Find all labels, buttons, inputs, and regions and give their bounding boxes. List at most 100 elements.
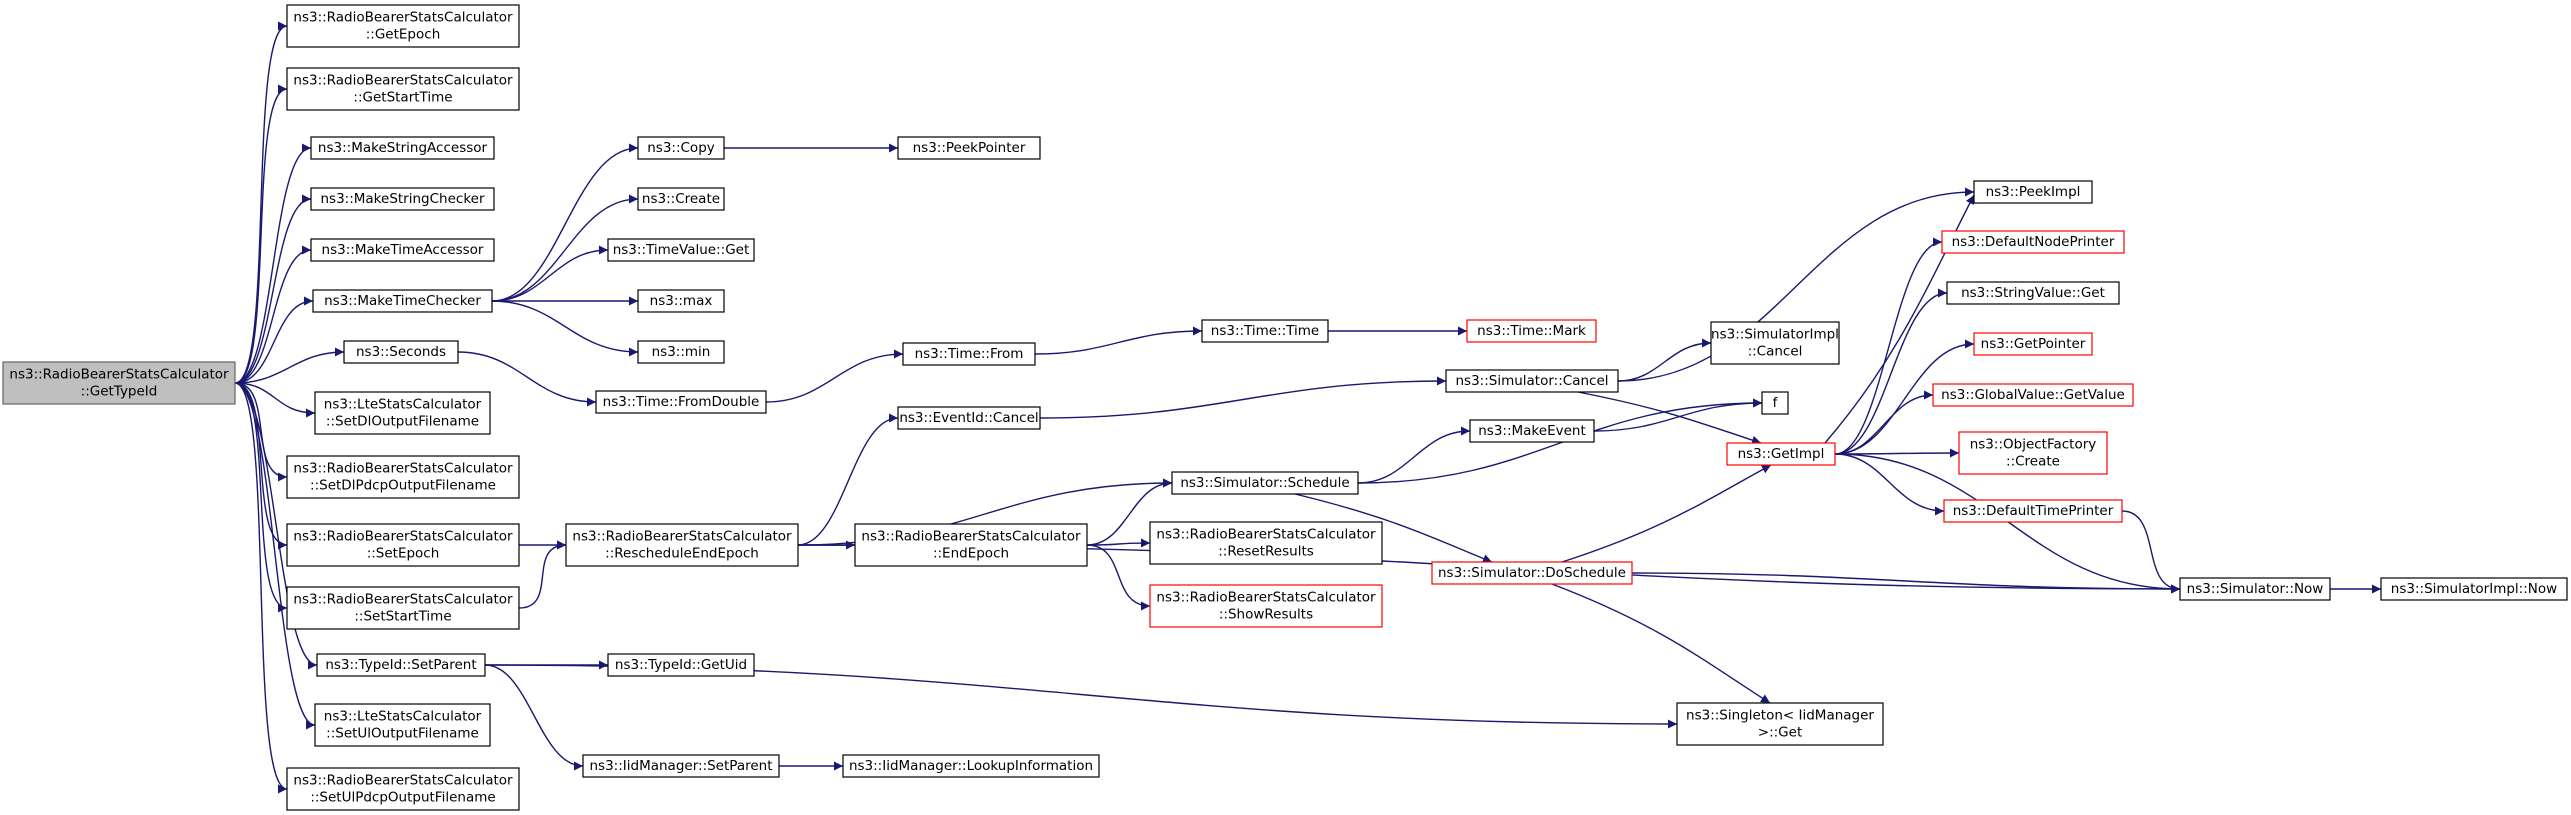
node-global-value-get-value[interactable]: ns3::GlobalValue::GetValue [1932,383,2134,407]
node-get-impl[interactable]: ns3::GetImpl [1726,442,1836,466]
node-box [637,289,725,313]
node-box [343,340,459,364]
node-rb-set-ul-pdcp[interactable]: ns3::RadioBearerStatsCalculator::SetUlPd… [286,767,520,811]
edge-getImpl-to-stringValueGet [1834,288,1948,455]
edge-rbSetStartTime-to-rbReschedule [518,540,567,609]
edge-line [457,351,597,407]
node-label-line: ns3::RadioBearerStatsCalculator [572,529,792,545]
node-lte-set-ul[interactable]: ns3::LteStatsCalculator::SetUlOutputFile… [314,703,491,747]
node-rb-show-results[interactable]: ns3::RadioBearerStatsCalculator::ShowRes… [1149,584,1383,628]
node-get-pointer[interactable]: ns3::GetPointer [1973,332,2093,356]
edge-simCancel-to-getImpl [1577,391,1762,445]
node-label-line: ns3::MakeTimeChecker [324,293,481,309]
node-label-line: ns3::IidManager::LookupInformation [849,758,1093,774]
node-type-id-set-parent[interactable]: ns3::TypeId::SetParent [316,653,486,677]
edge-line [234,382,288,794]
node-time-from-double[interactable]: ns3::Time::FromDouble [595,390,767,414]
node-sim-now[interactable]: ns3::Simulator::Now [2179,577,2331,601]
node-sim-impl-cancel[interactable]: ns3::SimulatorImpl::Cancel [1710,321,1840,365]
node-sim-schedule[interactable]: ns3::Simulator::Schedule [1171,471,1359,495]
node-copy[interactable]: ns3::Copy [637,136,725,160]
node-label-line: ::SetDlOutputFilename [326,414,479,430]
node-type-id-get-uid[interactable]: ns3::TypeId::GetUid [607,653,755,677]
edge-root-to-makeTimeChecker [234,296,314,384]
edge-line [1617,338,1712,382]
node-sim-do-schedule[interactable]: ns3::Simulator::DoSchedule [1431,561,1633,585]
edge-makeTimeChecker-to-min [491,300,639,357]
node-object-factory-create[interactable]: ns3::ObjectFactory::Create [1958,431,2108,475]
edge-line [1593,398,1763,432]
node-seconds[interactable]: ns3::Seconds [343,340,459,364]
node-rb-get-epoch[interactable]: ns3::RadioBearerStatsCalculator::GetEpoc… [286,4,520,48]
node-default-time-printer[interactable]: ns3::DefaultTimePrinter [1943,499,2123,523]
node-time-time[interactable]: ns3::Time::Time [1201,319,1329,343]
node-label-line: ns3::TimeValue::Get [613,242,750,258]
node-min[interactable]: ns3::min [637,340,725,364]
node-rb-reschedule[interactable]: ns3::RadioBearerStatsCalculator::Resched… [565,523,799,567]
node-rb-set-epoch[interactable]: ns3::RadioBearerStatsCalculator::SetEpoc… [286,523,520,567]
node-create[interactable]: ns3::Create [637,187,725,211]
node-peek-pointer[interactable]: ns3::PeekPointer [897,136,1041,160]
node-label-line: ns3::Time::FromDouble [603,394,760,410]
node-label-line: ns3::IidManager::SetParent [590,758,773,774]
node-make-event[interactable]: ns3::MakeEvent [1469,419,1595,443]
node-rb-set-start-time[interactable]: ns3::RadioBearerStatsCalculator::SetStar… [286,586,520,630]
edge-getImpl-to-defaultTimePrinter [1834,453,1945,516]
node-label-line: ns3::MakeStringChecker [320,191,484,207]
node-label-line: ns3::MakeStringAccessor [318,140,488,156]
node-singleton-get[interactable]: ns3::Singleton< IidManager >::Get [1676,702,1884,746]
node-make-time-accessor[interactable]: ns3::MakeTimeAccessor [310,238,495,262]
node-sim-impl-now[interactable]: ns3::SimulatorImpl::Now [2380,577,2568,601]
node-make-time-checker[interactable]: ns3::MakeTimeChecker [312,289,493,313]
node-default-node-printer[interactable]: ns3::DefaultNodePrinter [1941,230,2125,254]
node-iid-lookup[interactable]: ns3::IidManager::LookupInformation [842,754,1100,778]
node-box [316,653,486,677]
node-box [1201,319,1329,343]
edge-root-to-makeTimeAccessor [234,245,312,384]
node-box [902,342,1036,366]
node-box [854,523,1088,567]
node-rb-set-dl-pdcp[interactable]: ns3::RadioBearerStatsCalculator::SetDlPd… [286,455,520,499]
node-time-mark[interactable]: ns3::Time::Mark [1466,319,1597,343]
node-rb-reset-results[interactable]: ns3::RadioBearerStatsCalculator::ResetRe… [1149,521,1383,565]
edge-simDoSchedule-to-getImpl [1561,464,1772,563]
node-f[interactable]: f [1761,391,1789,415]
node-rb-end-epoch[interactable]: ns3::RadioBearerStatsCalculator::EndEpoc… [854,523,1088,567]
edge-simSchedule-to-makeEvent [1357,426,1471,484]
node-label-line: ns3::RadioBearerStatsCalculator [293,10,513,26]
node-sim-cancel[interactable]: ns3::Simulator::Cancel [1445,369,1619,393]
edge-line [797,413,899,546]
edge-defaultTimePrinter-to-simNow [2121,510,2181,594]
node-make-string-accessor[interactable]: ns3::MakeStringAccessor [310,136,495,160]
edge-line [491,300,639,357]
node-label-line: f [1773,395,1779,411]
node-peek-impl[interactable]: ns3::PeekImpl [1973,180,2093,204]
edge-line [1034,326,1203,355]
node-time-value-get[interactable]: ns3::TimeValue::Get [607,238,755,262]
edge-line [1834,448,1960,458]
node-label-line: ns3::MakeEvent [1478,423,1586,439]
node-label-line: ns3::RadioBearerStatsCalculator [293,773,513,789]
edge-simSchedule-to-simDoSchedule [1294,493,1493,563]
edge-line [1551,583,1771,704]
node-string-value-get[interactable]: ns3::StringValue::Get [1946,281,2120,305]
node-box [1676,702,1884,746]
edge-timeFrom-to-timeTime [1034,326,1203,355]
node-time-from[interactable]: ns3::Time::From [902,342,1036,366]
edge-line [1631,572,2181,594]
edge-simCancel-to-simImplCancel [1617,338,1712,382]
edge-root-to-makeStringChecker [234,194,312,384]
node-rb-get-start-time[interactable]: ns3::RadioBearerStatsCalculator::GetStar… [286,67,520,111]
edge-root-to-lteSetUl [234,382,316,730]
edge-line [1357,426,1471,484]
node-lte-set-dl[interactable]: ns3::LteStatsCalculator::SetDlOutputFile… [314,391,491,435]
node-root[interactable]: ns3::RadioBearerStatsCalculator::GetType… [2,361,236,405]
edge-rbEndEpoch-to-simSchedule [1086,478,1173,546]
node-label-line: ns3::Copy [647,140,715,156]
node-make-string-checker[interactable]: ns3::MakeStringChecker [310,187,495,211]
node-event-id-cancel[interactable]: ns3::EventId::Cancel [897,406,1041,430]
node-max[interactable]: ns3::max [637,289,725,313]
node-label-line: ns3::RadioBearerStatsCalculator [861,529,1081,545]
node-iid-set-parent[interactable]: ns3::IidManager::SetParent [582,754,780,778]
edge-line [234,382,316,730]
